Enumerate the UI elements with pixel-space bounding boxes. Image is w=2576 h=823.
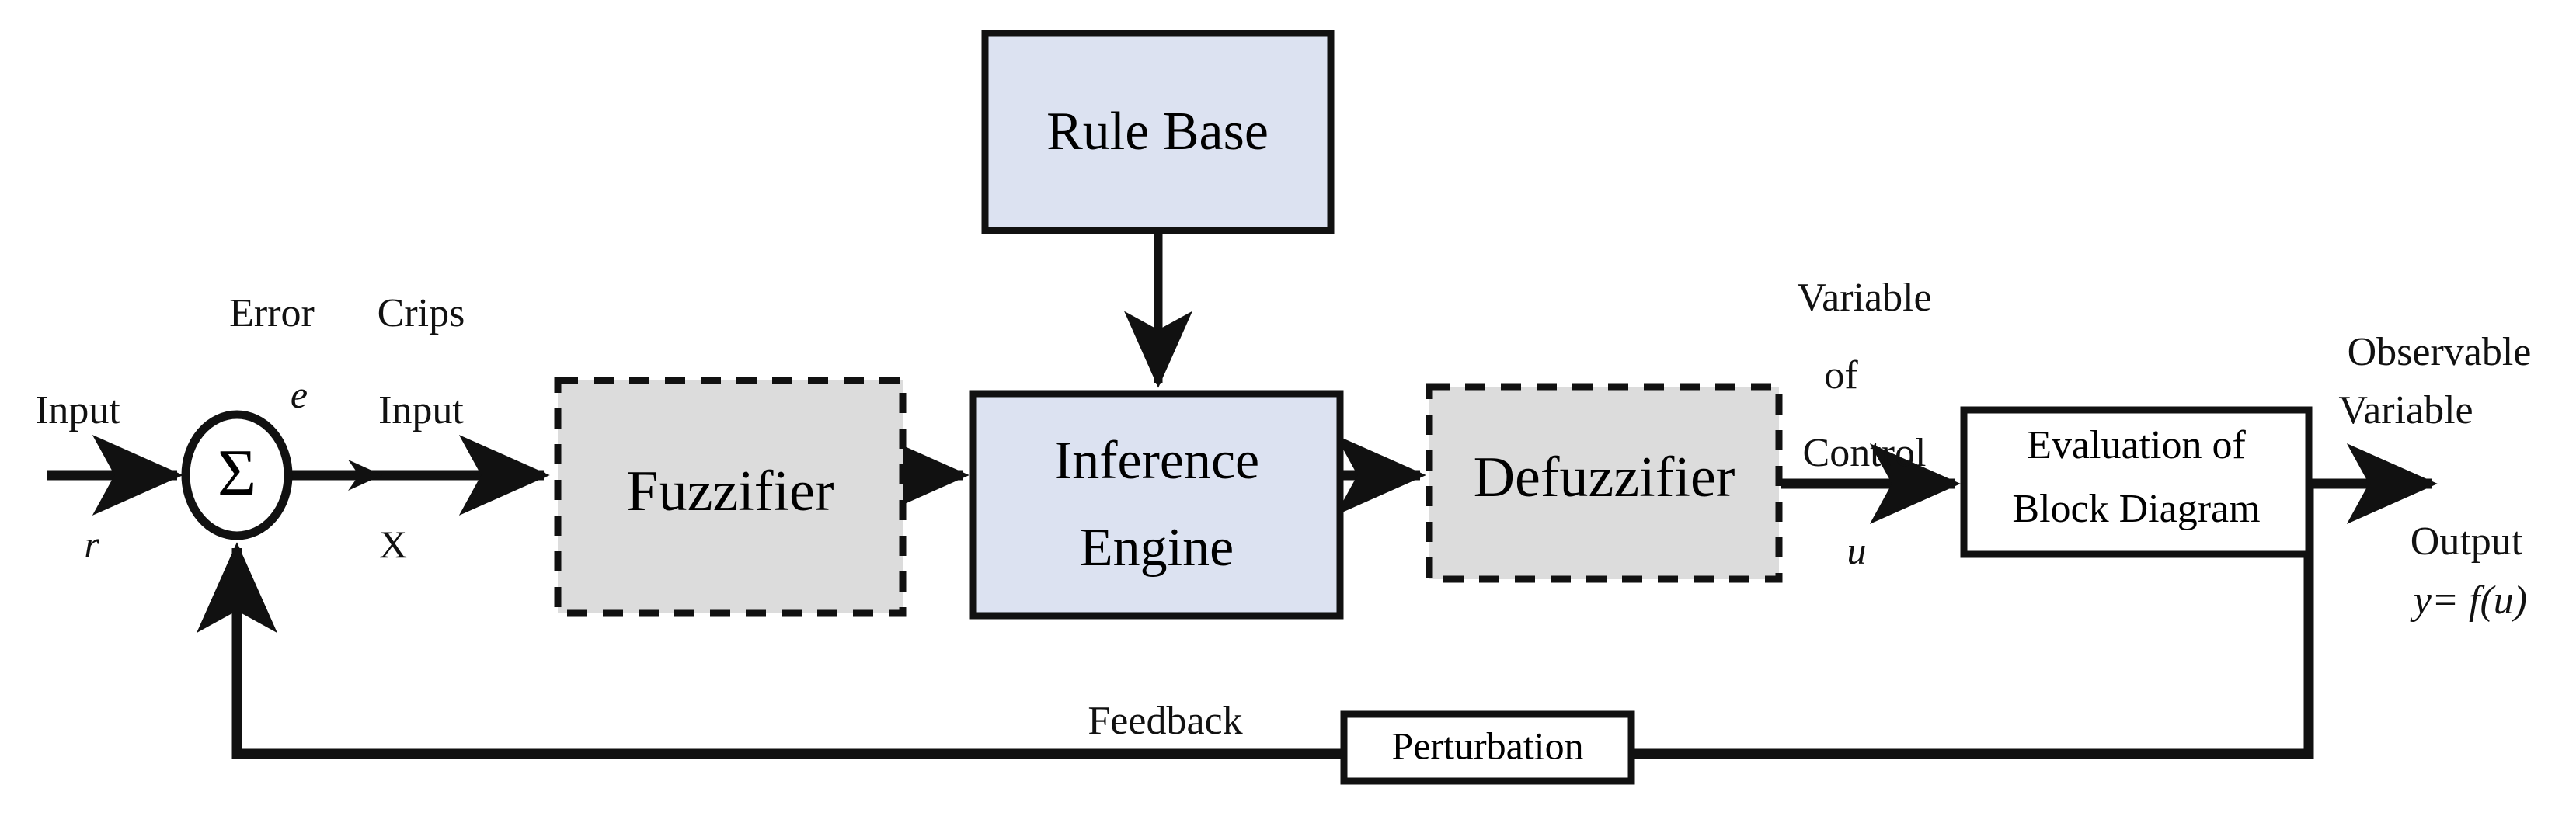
label-input: Input [35, 388, 120, 432]
rule-base-label: Rule Base [1046, 102, 1269, 161]
block-defuzzifier[interactable]: Defuzzifier [1426, 383, 1783, 583]
summing-junction-symbol: Σ [218, 436, 256, 510]
inference-engine-box [969, 390, 1344, 620]
defuzzifier-box [1426, 383, 1783, 583]
label-output-equation: y= f(u) [2410, 578, 2527, 623]
perturbation-label: Perturbation [1391, 724, 1583, 767]
arrowhead-crips-mid [348, 460, 382, 491]
connector-layer [47, 231, 2438, 759]
label-output: Output [2411, 519, 2523, 564]
label-crips-input: Input [378, 388, 464, 432]
evaluation-box [1960, 406, 2313, 558]
summing-junction-circle [181, 410, 293, 540]
block-rule-base[interactable]: Rule Base [981, 30, 1335, 234]
block-perturbation[interactable]: Perturbation [1340, 710, 1635, 785]
label-error: Error [229, 291, 315, 335]
label-crips-variable-x: X [379, 523, 407, 566]
label-crips: Crips [378, 291, 465, 335]
inference-engine-label-line1: Inference [1054, 431, 1259, 491]
label-feedback: Feedback [1088, 699, 1242, 743]
label-observable: Observable [2348, 330, 2532, 374]
defuzzifier-label: Defuzzifier [1474, 446, 1735, 509]
label-of: of [1824, 353, 1858, 398]
label-input-variable-r: r [84, 523, 99, 566]
fuzzifier-box [554, 377, 907, 617]
label-control-variable-u: u [1847, 529, 1867, 572]
label-control: Control [1803, 431, 1927, 475]
inference-engine-label-line2: Engine [1080, 518, 1234, 578]
evaluation-label-line2: Block Diagram [2012, 487, 2260, 531]
label-error-variable-e: e [291, 373, 308, 416]
label-layer: Input r Error e Crips Input X Variable o… [35, 276, 2531, 743]
summing-junction[interactable]: Σ [181, 410, 293, 540]
perturbation-box [1340, 710, 1635, 785]
label-observable-variable: Variable [2338, 388, 2473, 432]
rule-base-box [981, 30, 1335, 234]
evaluation-label-line1: Evaluation of [2027, 423, 2246, 467]
fuzzifier-label: Fuzzifier [626, 460, 834, 523]
block-fuzzifier[interactable]: Fuzzifier [554, 377, 907, 617]
block-inference-engine[interactable]: Inference Engine [969, 390, 1344, 620]
label-variable: Variable [1797, 276, 1931, 320]
block-evaluation-of-block-diagram[interactable]: Evaluation of Block Diagram [1960, 406, 2313, 558]
